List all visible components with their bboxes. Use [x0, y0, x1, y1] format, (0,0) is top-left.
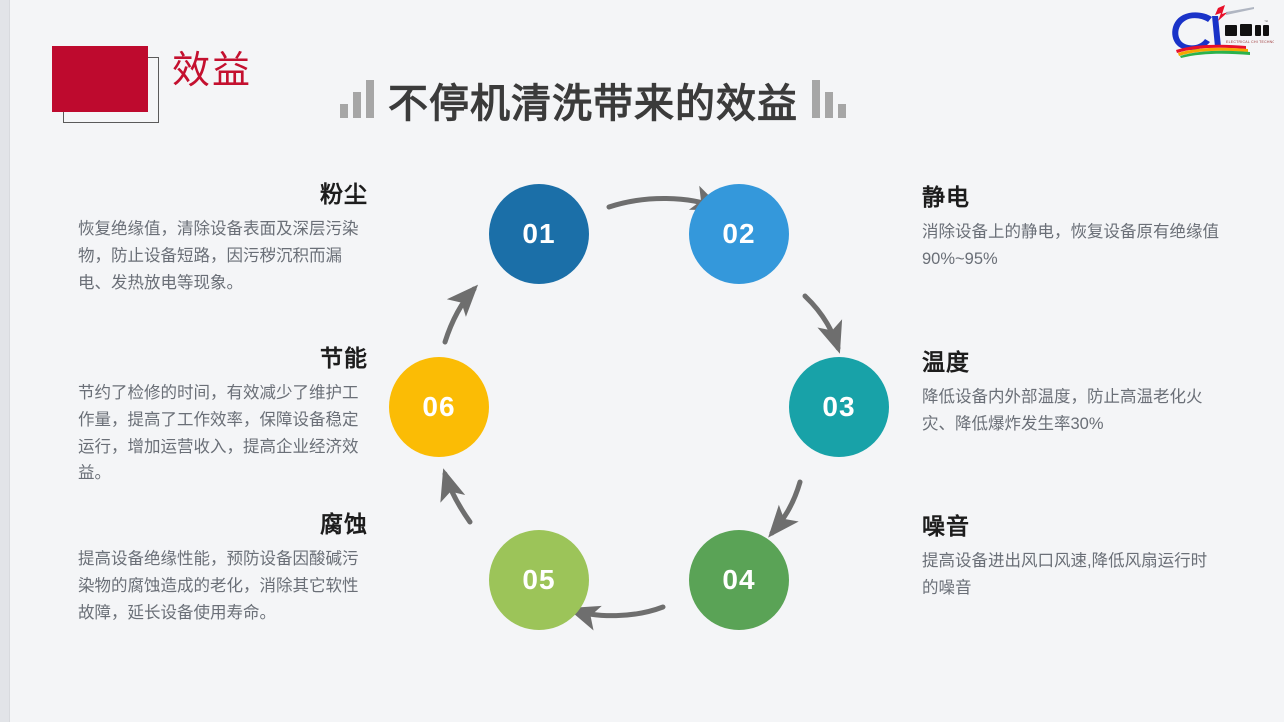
cycle-node-03-number: 03 — [822, 391, 856, 422]
benefit-block-dust: 粉尘 恢复绝缘值，清除设备表面及深层污染物，防止设备短路，因污秽沉积而漏电、发热… — [78, 181, 368, 296]
benefit-block-temperature: 温度 降低设备内外部温度，防止高温老化火灾、降低爆炸发生率30% — [922, 349, 1222, 438]
benefit-body-static: 消除设备上的静电，恢复设备原有绝缘值90%~95% — [922, 223, 1219, 269]
benefit-heading-energy: 节能 — [320, 345, 368, 371]
cycle-node-06[interactable]: 06 — [389, 357, 489, 457]
cycle-node-02-number: 02 — [722, 218, 756, 249]
svg-text:ELECTRICAL CHI TECHNOLOGY: ELECTRICAL CHI TECHNOLOGY — [1226, 40, 1274, 44]
bar-chart-decoration-left-icon — [340, 78, 374, 124]
page-title: 不停机清洗带来的效益 — [388, 82, 798, 126]
cycle-node-06-number: 06 — [422, 391, 456, 422]
benefit-block-energy: 节能 节约了检修的时间，有效减少了维护工作量，提高了工作效率，保障设备稳定运行，… — [78, 345, 368, 487]
svg-text:™: ™ — [1264, 19, 1268, 24]
bar-chart-decoration-right-icon — [812, 78, 846, 124]
cycle-node-01-number: 01 — [522, 218, 556, 249]
benefit-block-static: 静电 消除设备上的静电，恢复设备原有绝缘值90%~95% — [922, 184, 1222, 273]
benefit-body-temperature: 降低设备内外部温度，防止高温老化火灾、降低爆炸发生率30% — [922, 388, 1203, 434]
benefit-heading-static: 静电 — [922, 184, 970, 210]
cycle-node-05[interactable]: 05 — [489, 530, 589, 630]
cycle-node-02[interactable]: 02 — [689, 184, 789, 284]
cycle-node-03[interactable]: 03 — [789, 357, 889, 457]
benefit-heading-dust: 粉尘 — [320, 181, 368, 207]
section-badge-label: 效益 — [172, 50, 253, 92]
benefit-block-noise: 噪音 提高设备进出风口风速,降低风扇运行时的噪音 — [922, 513, 1222, 602]
benefit-heading-temperature: 温度 — [922, 349, 970, 375]
benefit-body-noise: 提高设备进出风口风速,降低风扇运行时的噪音 — [922, 552, 1208, 598]
cycle-node-01[interactable]: 01 — [489, 184, 589, 284]
benefit-block-corrosion: 腐蚀 提高设备绝缘性能，预防设备因酸碱污染物的腐蚀造成的老化，消除其它软性故障，… — [78, 511, 368, 626]
company-logo-icon: ELECTRICAL CHI TECHNOLOGY ™ — [1172, 5, 1274, 58]
benefit-heading-noise: 噪音 — [922, 513, 970, 539]
cycle-node-04[interactable]: 04 — [689, 530, 789, 630]
cycle-node-04-number: 04 — [722, 564, 756, 595]
left-edge-strip — [0, 0, 9, 722]
benefit-body-dust: 恢复绝缘值，清除设备表面及深层污染物，防止设备短路，因污秽沉积而漏电、发热放电等… — [78, 220, 359, 292]
left-edge-divider — [9, 0, 10, 722]
benefit-heading-corrosion: 腐蚀 — [320, 511, 368, 537]
benefit-body-energy: 节约了检修的时间，有效减少了维护工作量，提高了工作效率，保障设备稳定运行，增加运… — [78, 384, 359, 483]
cycle-node-05-number: 05 — [522, 564, 556, 595]
benefit-body-corrosion: 提高设备绝缘性能，预防设备因酸碱污染物的腐蚀造成的老化，消除其它软性故障，延长设… — [78, 550, 359, 622]
section-badge — [52, 46, 162, 124]
title-row: 不停机清洗带来的效益 — [340, 68, 846, 124]
badge-filled-square — [52, 46, 148, 112]
